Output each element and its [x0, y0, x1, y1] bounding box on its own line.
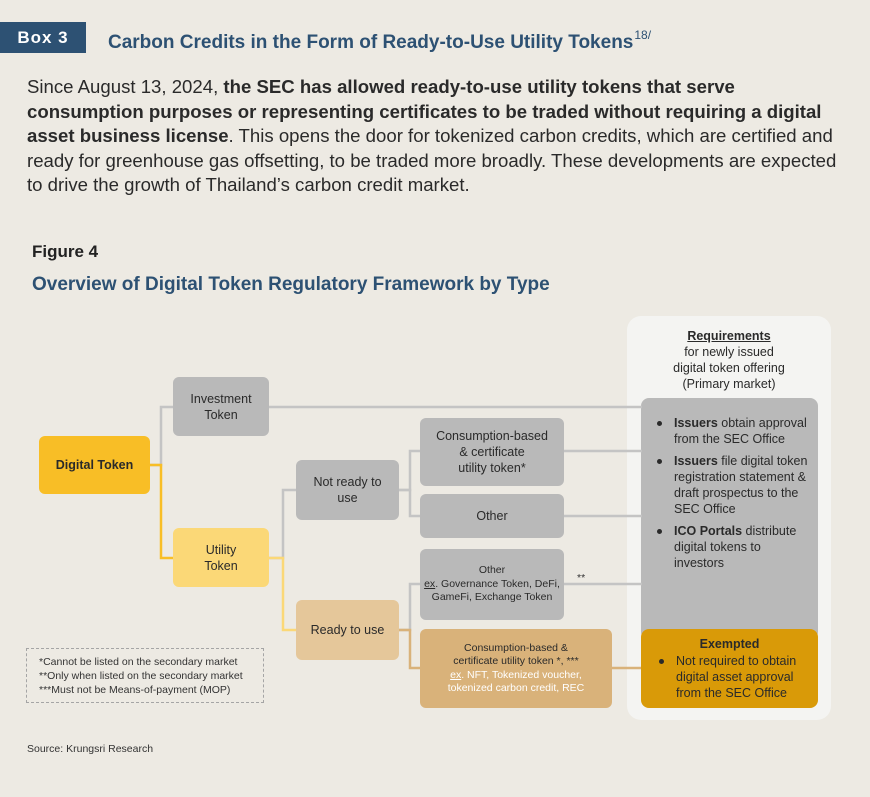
investment-line2: Token — [204, 407, 238, 422]
figure-label: Figure 4 — [32, 242, 99, 261]
ready-other-ex: ex — [424, 577, 436, 590]
box-title-text: Carbon Credits in the Form of Ready-to-U… — [108, 32, 634, 53]
requirement-item: Issuers obtain approval from the SEC Off… — [655, 415, 810, 447]
double-star-marker: ** — [577, 572, 586, 584]
utility-line2: Token — [204, 558, 238, 573]
requirements-sub3: (Primary market) — [682, 377, 776, 391]
ready-other-title: Other — [478, 564, 506, 577]
requirement-bold: Issuers — [674, 454, 718, 468]
requirement-text: file digital token registration statemen… — [674, 454, 808, 516]
source-note: Source: Krungsri Research — [27, 743, 154, 755]
ready-consumption-line4: tokenized carbon credit, REC — [447, 682, 585, 694]
consumption-line2: & certificate — [459, 445, 525, 459]
node-digital-token: Digital Token — [39, 436, 150, 494]
requirement-item: Issuers file digital token registration … — [655, 453, 810, 517]
intro-paragraph: Since August 13, 2024, the SEC has allow… — [27, 75, 842, 198]
line-ready-to-consumption — [398, 628, 421, 670]
consumption-line1: Consumption-based — [436, 429, 548, 443]
footnote-line: **Only when listed on the secondary mark… — [39, 670, 243, 682]
requirements-sub2: digital token offering — [673, 361, 785, 375]
intro-bold: the SEC has allowed ready-to-use utility… — [27, 76, 822, 146]
requirements-header: Requirements for newly issued digital to… — [627, 328, 831, 392]
notready-line1: Not ready to — [313, 475, 382, 489]
line-ready-to-other — [398, 582, 421, 632]
exempted-title: Exempted — [699, 637, 760, 651]
line-utility-to-notready — [268, 488, 297, 560]
box-label: Box 3 — [0, 22, 86, 53]
node-ready-consumption: Consumption-based &certificate utility t… — [420, 629, 612, 708]
box-title: Carbon Credits in the Form of Ready-to-U… — [108, 22, 651, 56]
node-ready-consumption-label: Consumption-based &certificate utility t… — [448, 642, 585, 696]
investment-line1: Investment — [190, 391, 252, 406]
line-digital-to-investment — [150, 405, 174, 467]
line-digital-to-utility — [150, 463, 174, 560]
line-notready-to-consumption — [398, 449, 421, 492]
ready-consumption-line3: . NFT, Tokenized voucher, — [461, 668, 582, 681]
requirements-sub1: for newly issued — [684, 345, 774, 359]
footnote-ref: 18/ — [634, 28, 652, 42]
footnotes-box: *Cannot be listed on the secondary marke… — [26, 648, 264, 703]
requirement-bold: ICO Portals — [674, 524, 743, 538]
intro-part1: Since August 13, 2024, — [27, 76, 224, 97]
figure-title: Overview of Digital Token Regulatory Fra… — [32, 274, 550, 295]
node-digital-token-label: Digital Token — [55, 458, 134, 472]
requirement-item: ICO Portals distribute digital tokens to… — [655, 523, 810, 571]
intro-part2: . This opens the door for tokenized carb… — [27, 125, 837, 195]
ready-consumption-ex: ex — [450, 668, 462, 681]
ready-consumption-line2: certificate utility token *, *** — [453, 655, 579, 667]
ready-other-line2: GameFi, Exchange Token — [431, 591, 553, 604]
notready-line2: use — [337, 491, 358, 505]
requirements-box — [641, 398, 818, 640]
exempted-text: Not required to obtain digital asset app… — [676, 654, 797, 700]
footnote-line: *Cannot be listed on the secondary marke… — [39, 656, 238, 668]
node-ready-other-label: Other ex. Governance Token, DeFi,GameFi, … — [424, 564, 560, 605]
node-ready-to-use-label: Ready to use — [310, 623, 385, 637]
node-not-ready: Not ready to use — [296, 460, 399, 520]
node-not-ready-label: Not ready to use — [313, 474, 381, 506]
exempted-box: Exempted Not required to obtain digital … — [641, 629, 818, 708]
line-utility-to-ready — [268, 556, 297, 632]
requirements-title: Requirements — [687, 329, 771, 343]
node-ready-to-use: Ready to use — [296, 600, 399, 660]
node-consumption-label: Consumption-based & certificate utility to… — [436, 428, 548, 476]
requirement-text: distribute digital tokens to investors — [674, 524, 797, 570]
line-notready-to-other — [398, 488, 421, 518]
utility-line1: Utility — [205, 542, 237, 557]
requirement-bold: Issuers — [674, 416, 718, 430]
node-other-label: Other — [476, 509, 508, 523]
footnote-line: ***Must not be Means-of-payment (MOP) — [39, 684, 231, 696]
node-other: Other — [420, 494, 564, 538]
ready-consumption-line1: Consumption-based & — [464, 641, 568, 654]
bullet-icon — [659, 659, 664, 664]
requirement-text: obtain approval from the SEC Office — [674, 416, 807, 446]
requirements-list: Issuers obtain approval from the SEC Off… — [655, 415, 810, 577]
consumption-line3: utility token* — [458, 461, 526, 475]
node-ready-other: Other ex. Governance Token, DeFi,GameFi, … — [420, 549, 564, 620]
ready-other-line1: . Governance Token, DeFi, — [435, 577, 560, 590]
node-consumption-based: Consumption-based & certificate utility to… — [420, 418, 564, 486]
